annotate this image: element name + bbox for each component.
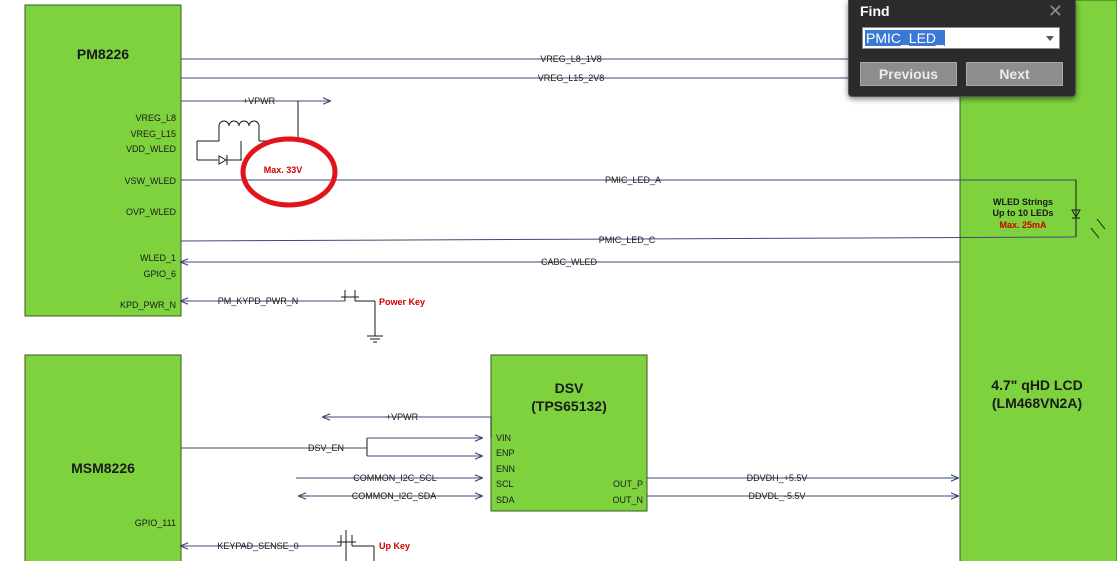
pin-out-n: OUT_N	[612, 495, 643, 505]
net-cabc-wled: CABC_WLED	[541, 257, 598, 267]
net-vreg-l15-2v8: VREG_L15_2V8	[538, 73, 605, 83]
pin-vdd-wled: VDD_WLED	[126, 144, 177, 154]
find-dialog-title: Find	[860, 3, 890, 19]
highlight-circle	[240, 136, 338, 208]
net-vpwr-top: +VPWR	[243, 96, 276, 106]
next-button[interactable]: Next	[966, 62, 1063, 86]
net-ddvdh: DDVDH_+5.5V	[747, 473, 808, 483]
pin-out-p: OUT_P	[613, 479, 643, 489]
pin-enp: ENP	[496, 448, 515, 458]
net-ddvdl: DDVDL_-5.5V	[748, 491, 805, 501]
chevron-down-icon[interactable]	[1046, 36, 1054, 41]
pin-wled-1: WLED_1	[140, 253, 176, 263]
pin-vsw-wled: VSW_WLED	[124, 176, 176, 186]
dsv-block	[490, 354, 648, 512]
pin-gpio-111: GPIO_111	[135, 518, 176, 528]
find-dialog: Find ✕ Previous Next	[848, 0, 1076, 97]
find-input[interactable]	[865, 30, 945, 46]
wled-strings-note: WLED Strings	[993, 197, 1053, 207]
pin-vin: VIN	[496, 433, 511, 443]
net-pmic-led-c: PMIC_LED_C	[599, 235, 656, 245]
pin-kpd-pwr-n: KPD_PWR_N	[120, 300, 176, 310]
pin-enn: ENN	[496, 464, 515, 474]
net-common-i2c-scl: COMMON_I2C_SCL	[353, 473, 437, 483]
msm8226-block	[24, 354, 182, 561]
pin-vreg-l15: VREG_L15	[130, 129, 176, 139]
wled-count-note: Up to 10 LEDs	[992, 208, 1053, 218]
dsv-title: DSV	[555, 380, 584, 396]
pin-ovp-wled: OVP_WLED	[126, 207, 177, 217]
power-key-note: Power Key	[379, 297, 425, 307]
net-keypad-sense-0: KEYPAD_SENSE_0	[217, 541, 298, 551]
pin-sda: SDA	[496, 495, 515, 505]
wled-current-note: Max. 25mA	[999, 220, 1047, 230]
up-key-note: Up Key	[379, 541, 410, 551]
msm8226-title: MSM8226	[71, 460, 135, 476]
net-pm-kypd-pwr-n: PM_KYPD_PWR_N	[218, 296, 299, 306]
pin-vreg-l8: VREG_L8	[135, 113, 176, 123]
pin-gpio-6: GPIO_6	[143, 269, 176, 279]
dsv-subtitle: (TPS65132)	[531, 398, 606, 414]
max-33v-note: Max. 33V	[264, 165, 303, 175]
lcd-subtitle: (LM468VN2A)	[992, 395, 1082, 411]
net-pmic-led-a: PMIC_LED_A	[605, 175, 661, 185]
previous-button[interactable]: Previous	[860, 62, 957, 86]
net-common-i2c-sda: COMMON_I2C_SDA	[352, 491, 437, 501]
close-icon[interactable]: ✕	[1047, 1, 1063, 22]
lcd-title: 4.7" qHD LCD	[991, 377, 1082, 393]
pm8226-block	[24, 4, 182, 317]
pm8226-title: PM8226	[77, 46, 129, 62]
net-vreg-l8-1v8: VREG_L8_1V8	[540, 54, 602, 64]
pin-scl: SCL	[496, 479, 514, 489]
net-dsv-en: DSV_EN	[308, 443, 344, 453]
find-combobox[interactable]	[862, 27, 1060, 49]
net-vpwr-dsv: +VPWR	[386, 412, 419, 422]
